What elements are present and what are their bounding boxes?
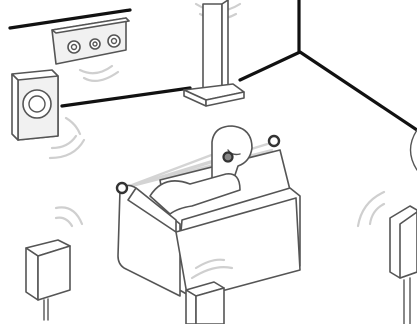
subwoofer-icon xyxy=(12,70,58,140)
right-wall-speaker-icon xyxy=(411,130,417,170)
rear-center-speaker-icon xyxy=(186,282,224,324)
armchair-icon xyxy=(118,126,300,300)
right-surround-speaker-icon xyxy=(390,206,417,324)
right-surround-waves xyxy=(358,192,384,226)
left-surround-waves xyxy=(56,207,82,226)
left-surround-speaker-icon xyxy=(26,240,70,320)
front-floor-speaker-icon xyxy=(184,0,244,106)
center-speaker-icon xyxy=(52,18,129,64)
center-speaker-waves xyxy=(80,66,118,81)
